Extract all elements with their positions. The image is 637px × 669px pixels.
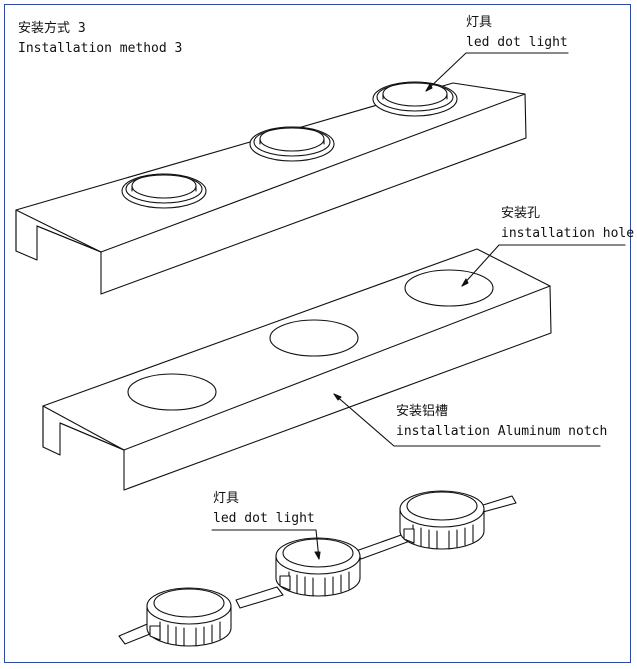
title-en: Installation method 3 [18, 41, 183, 56]
led-dot-light-3 [372, 81, 458, 117]
channel-with-lights [15, 81, 527, 295]
leader-hole [461, 244, 626, 287]
callout-fixture-top-en: led dot light [466, 35, 568, 50]
callout-hole-en: installation hole [501, 226, 635, 241]
callout-channel-zh: 安装铝槽 [396, 404, 449, 419]
leader-channel [333, 393, 601, 447]
title-zh: 安装方式 3 [18, 21, 86, 36]
string-light-1 [146, 587, 232, 647]
callout-channel-en: installation Aluminum notch [396, 424, 608, 439]
led-dot-light-2 [249, 126, 335, 162]
diagram-frame [4, 4, 631, 663]
led-string [118, 490, 517, 647]
callout-fixture-bottom-zh: 灯具 [213, 491, 240, 506]
installation-hole-2 [269, 319, 359, 357]
callout-fixture-bottom-en: led dot light [213, 511, 315, 526]
callout-fixture-top-zh: 灯具 [466, 15, 493, 30]
leader-fixture-top [425, 52, 569, 92]
string-light-3 [399, 490, 485, 550]
led-dot-light-1 [121, 173, 207, 209]
installation-hole-3 [404, 269, 494, 307]
installation-hole-1 [127, 373, 217, 411]
aluminum-channel [42, 248, 552, 491]
callout-hole-zh: 安装孔 [501, 206, 541, 221]
leader-fixture-bottom [211, 529, 320, 560]
